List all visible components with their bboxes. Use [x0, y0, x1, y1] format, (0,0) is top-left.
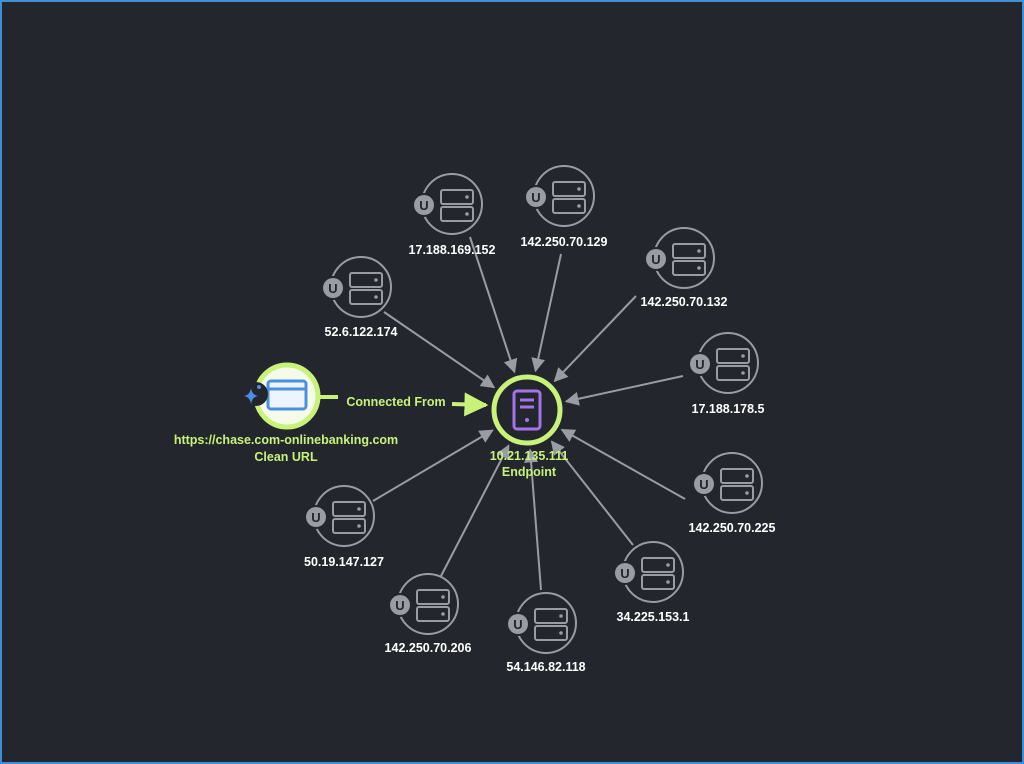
badge-letter: U: [395, 598, 404, 613]
ip-label: 52.6.122.174: [325, 325, 398, 339]
edge: [372, 429, 494, 502]
ip-node[interactable]: U: [688, 332, 759, 394]
badge-icon: [414, 195, 434, 215]
ip-label: 17.188.169.152: [409, 243, 496, 257]
browser-window-icon: [266, 379, 308, 411]
url-label: https://chase.com-onlinebanking.com: [174, 433, 398, 447]
ip-label: 34.225.153.1: [617, 610, 690, 624]
badge-letter: U: [311, 510, 320, 525]
badge-icon: [690, 354, 710, 374]
badge-icon: [646, 249, 666, 269]
endpoint-type: Endpoint: [502, 465, 557, 479]
ip-label: 54.146.82.118: [506, 660, 585, 674]
edge: [560, 428, 686, 500]
badge-icon: [526, 187, 546, 207]
ip-node[interactable]: U: [692, 452, 763, 514]
server-icon: [440, 189, 474, 222]
url-status: Clean URL: [254, 450, 318, 464]
edge: [524, 448, 542, 591]
badge-letter: U: [419, 198, 428, 213]
ip-label: 142.250.70.225: [689, 521, 776, 535]
url-node[interactable]: [244, 362, 321, 430]
badge-letter: U: [513, 617, 522, 632]
edge: [383, 311, 496, 389]
badge-icon: [694, 474, 714, 494]
badge-icon: [390, 595, 410, 615]
badge-letter: U: [620, 566, 629, 581]
source-edge-arrow: [451, 392, 489, 417]
server-icon: [416, 589, 450, 622]
badge-letter: U: [328, 281, 337, 296]
ip-label: 50.19.147.127: [304, 555, 384, 569]
ip-node[interactable]: U: [321, 256, 392, 318]
ip-node[interactable]: U: [644, 227, 715, 289]
ip-label: 17.188.178.5: [692, 402, 765, 416]
ip-node[interactable]: U: [412, 173, 483, 235]
server-icon: [349, 272, 383, 305]
edge-label: Connected From: [346, 395, 445, 409]
server-tower-icon: [512, 389, 542, 431]
badge-icon: [508, 614, 528, 634]
server-icon: [641, 557, 675, 590]
server-icon: [332, 501, 366, 534]
badge-letter: U: [699, 477, 708, 492]
edge: [550, 440, 634, 546]
server-icon: [552, 181, 586, 214]
server-icon: [716, 348, 750, 381]
ip-node[interactable]: U: [506, 592, 577, 654]
sparkle-icon: [244, 388, 258, 404]
ip-node[interactable]: U: [524, 165, 595, 227]
edge: [531, 253, 562, 373]
edge: [440, 444, 510, 577]
ip-label: 142.250.70.132: [641, 295, 728, 309]
badge-icon: [323, 278, 343, 298]
ip-node[interactable]: U: [613, 541, 684, 603]
endpoint-node[interactable]: [491, 374, 563, 446]
badge-letter: U: [695, 357, 704, 372]
server-icon: [534, 608, 568, 641]
ip-label: 142.250.70.206: [385, 641, 472, 655]
edge: [553, 295, 637, 383]
ip-label: 142.250.70.129: [521, 235, 608, 249]
badge-letter: U: [651, 252, 660, 267]
server-icon: [720, 468, 754, 501]
server-icon: [672, 243, 706, 276]
badge-icon: [615, 563, 635, 583]
badge-letter: U: [531, 190, 540, 205]
endpoint-ip: 10.21.135.111: [490, 449, 569, 463]
edge: [564, 375, 684, 406]
ip-node[interactable]: U: [388, 573, 459, 635]
ip-node[interactable]: U: [304, 485, 375, 547]
edge: [469, 236, 518, 374]
badge-icon: [306, 507, 326, 527]
